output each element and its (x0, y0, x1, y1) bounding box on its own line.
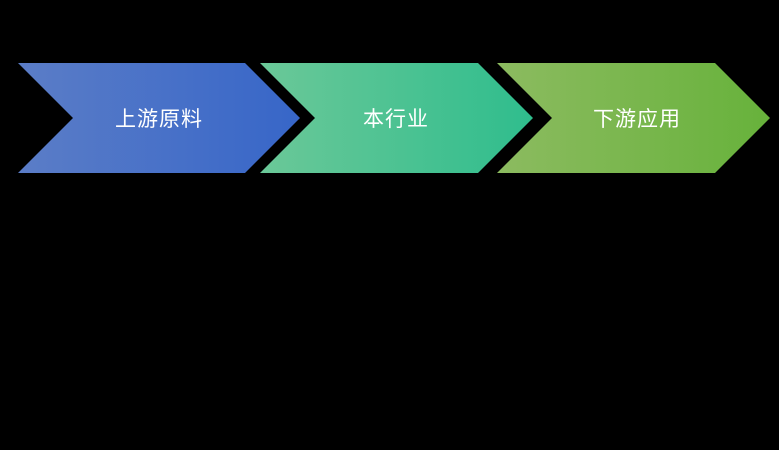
arrow-label-upstream: 上游原料 (115, 108, 203, 131)
chevron-arrow-upstream (18, 63, 300, 173)
chevron-arrow-industry (260, 63, 533, 173)
arrow-label-downstream: 下游应用 (593, 108, 681, 131)
chevron-arrow-downstream (497, 63, 770, 173)
arrow-label-industry: 本行业 (363, 108, 429, 131)
